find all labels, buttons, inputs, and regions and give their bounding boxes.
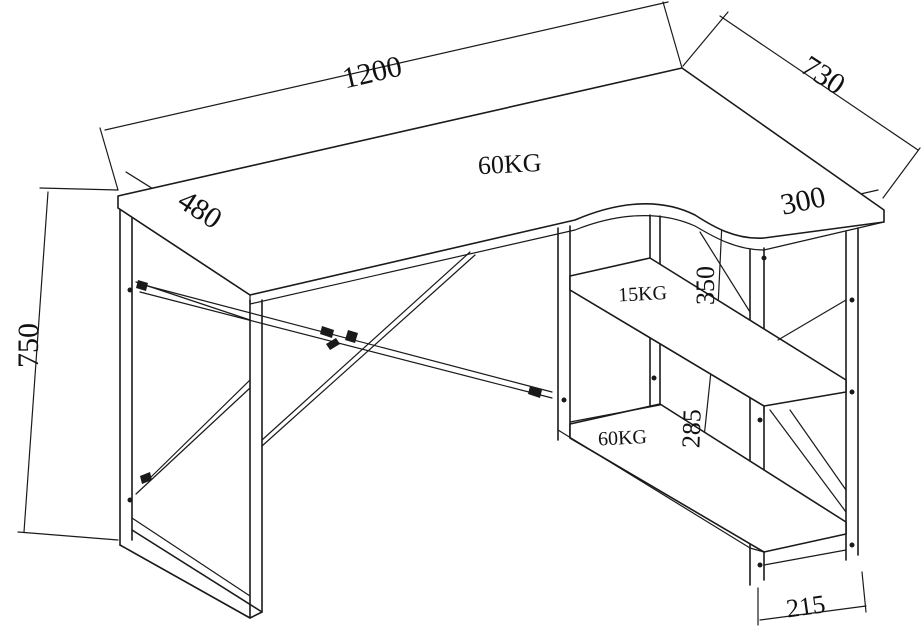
dim-ext-leg-right <box>861 571 867 613</box>
dim-ext-width-right <box>662 1 683 69</box>
desk-top-edge-front <box>249 214 885 305</box>
dim-ext-height-bottom <box>17 531 119 541</box>
label-width-total: 1200 <box>339 50 405 96</box>
label-load-upper-shelf: 15KG <box>618 282 668 307</box>
label-height: 750 <box>12 323 45 368</box>
desk-top-surface <box>117 67 885 296</box>
dim-ext-width-left <box>99 127 119 191</box>
dim-ext-depth-bottom <box>882 147 921 199</box>
left-frame <box>119 209 263 619</box>
label-shelf-lower: 285 <box>676 409 706 449</box>
desk-top <box>117 67 885 305</box>
label-leg-width: 215 <box>784 589 827 623</box>
label-load-lower-shelf: 60KG <box>597 426 647 451</box>
label-load-top: 60KG <box>477 148 542 180</box>
load-labels: 60KG 15KG 60KG <box>477 148 667 451</box>
dim-ext-depth-top <box>682 11 729 67</box>
dim-line-height <box>23 191 49 533</box>
label-shelf-upper: 350 <box>691 266 720 305</box>
label-depth-total: 730 <box>795 49 851 101</box>
dim-line-depth-total <box>719 15 919 151</box>
shelf-unit <box>127 214 859 586</box>
dim-ext-height-top <box>39 187 119 191</box>
back-x-brace <box>136 251 553 484</box>
dim-line-leg-width <box>759 605 867 621</box>
dim-line-width-total <box>104 1 669 131</box>
